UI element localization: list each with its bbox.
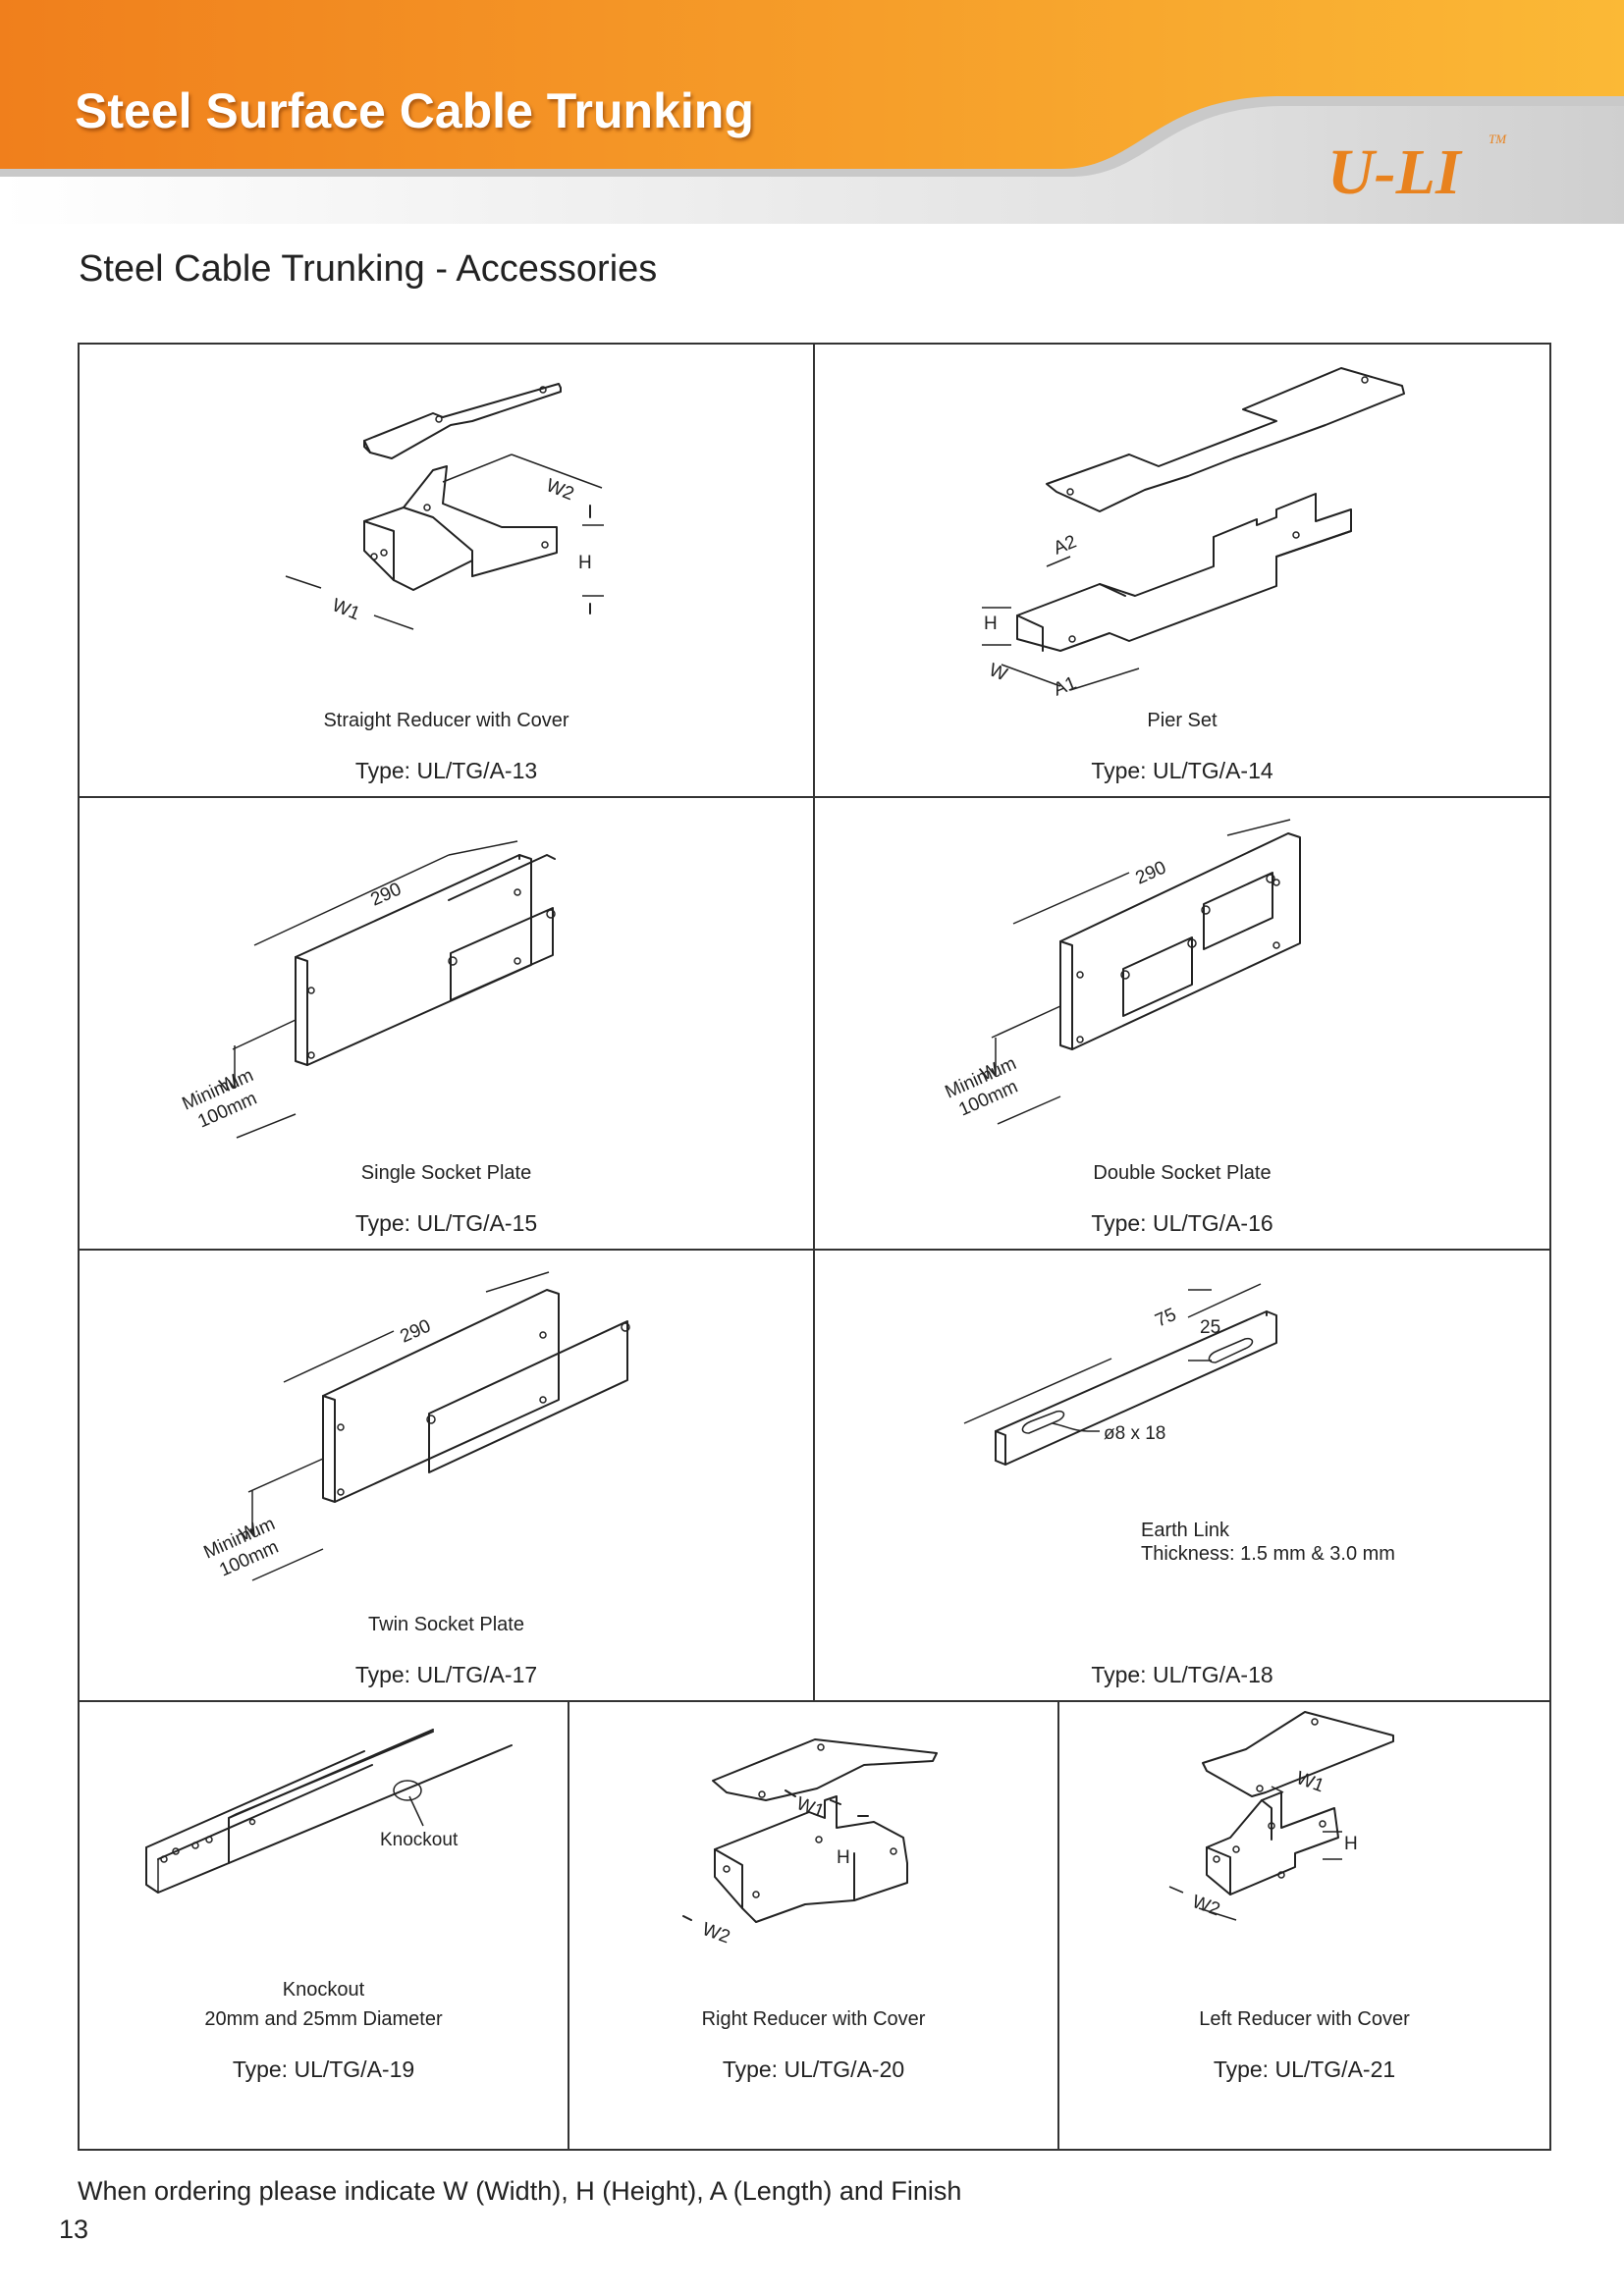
item-twin-socket-plate: 290 W Minimum 100mm Twin Socket Plate Ty… <box>80 1251 813 1700</box>
column-divider <box>1057 1700 1059 2149</box>
item-type: Type: UL/TG/A-20 <box>722 2056 905 2082</box>
dim-w: W <box>986 660 1010 685</box>
dim-length: 290 <box>367 879 405 910</box>
dim-h: H <box>578 553 592 573</box>
item-type: Type: UL/TG/A-14 <box>1091 758 1273 783</box>
dim-w2: W2 <box>1189 1892 1222 1920</box>
knockout-drawing: Knockout <box>145 1729 513 1894</box>
twin-socket-drawing: 290 W Minimum 100mm <box>200 1271 630 1581</box>
row-divider <box>80 1249 1549 1251</box>
page-number: 13 <box>59 2215 89 2244</box>
dim-length: 290 <box>1132 857 1169 888</box>
single-socket-drawing: 290 W Minimum 100mm <box>179 840 556 1139</box>
dim-a2: A2 <box>1051 531 1079 559</box>
dim-w1: W1 <box>793 1793 827 1822</box>
item-type: Type: UL/TG/A-13 <box>354 758 538 783</box>
item-right-reducer: W1 H W2 Right Reducer with Cover Type: U… <box>569 1702 1057 2149</box>
item-knockout: Knockout Knockout 20mm and 25mm Diameter… <box>80 1702 568 2149</box>
dim-hole: ø8 x 18 <box>1104 1423 1165 1444</box>
accessories-table: W2 H W1 Straight Reducer with Cover Type… <box>78 343 1551 2151</box>
item-type: Type: UL/TG/A-15 <box>354 1210 538 1236</box>
item-caption: Right Reducer with Cover <box>701 2008 926 2030</box>
column-divider <box>568 1700 569 2149</box>
row-divider <box>80 796 1549 798</box>
straight-reducer-drawing: W2 H W1 <box>285 383 604 630</box>
item-single-socket-plate: 290 W Minimum 100mm Single Socket Plate … <box>80 798 813 1249</box>
item-caption: Knockout <box>282 1979 365 2001</box>
item-straight-reducer: W2 H W1 Straight Reducer with Cover Type… <box>80 345 813 796</box>
double-socket-drawing: 290 W Minimum 100mm <box>942 819 1301 1125</box>
dim-w1: W1 <box>329 595 362 624</box>
dim-length: 290 <box>397 1315 434 1347</box>
item-earth-link: 75 25 ø8 x 18 Earth Link Thickness: 1.5 … <box>815 1251 1549 1700</box>
earth-link-drawing: 75 25 ø8 x 18 <box>963 1283 1277 1466</box>
item-caption: Single Socket Plate <box>360 1162 532 1184</box>
dim-width: 25 <box>1200 1317 1220 1338</box>
item-caption: Left Reducer with Cover <box>1199 2008 1410 2030</box>
item-type: Type: UL/TG/A-18 <box>1091 1662 1273 1687</box>
dim-length: 75 <box>1152 1305 1179 1332</box>
dim-w2: W2 <box>699 1919 732 1948</box>
dim-h: H <box>984 614 998 634</box>
dim-h: H <box>1344 1834 1358 1854</box>
item-caption: Pier Set <box>1147 710 1218 731</box>
dim-w1: W1 <box>1293 1768 1326 1796</box>
pier-set-drawing: A2 H W A1 <box>982 367 1405 701</box>
item-double-socket-plate: 290 W Minimum 100mm Double Socket Plate … <box>815 798 1549 1249</box>
item-type: Type: UL/TG/A-16 <box>1091 1210 1273 1236</box>
item-caption: Earth Link <box>1141 1520 1230 1541</box>
item-caption: Double Socket Plate <box>1093 1162 1272 1184</box>
dim-h: H <box>837 1847 850 1868</box>
row-divider <box>80 1700 1549 1702</box>
trademark-symbol: TM <box>1489 132 1507 146</box>
left-reducer-drawing: W1 H W2 <box>1168 1711 1394 1921</box>
item-caption: Straight Reducer with Cover <box>323 710 569 731</box>
right-reducer-drawing: W1 H W2 <box>682 1738 938 1948</box>
page-heading: Steel Cable Trunking - Accessories <box>79 248 658 290</box>
column-divider <box>813 345 815 1700</box>
item-caption-secondary: 20mm and 25mm Diameter <box>204 2008 443 2030</box>
header-banner <box>0 0 1624 236</box>
item-left-reducer: W1 H W2 Left Reducer with Cover Type: UL… <box>1059 1702 1549 2149</box>
item-type: Type: UL/TG/A-19 <box>232 2056 415 2082</box>
dim-w2: W2 <box>543 475 576 505</box>
ordering-note: When ordering please indicate W (Width),… <box>78 2176 962 2206</box>
brand-logo: U-LI <box>1327 136 1461 208</box>
item-caption-secondary: Thickness: 1.5 mm & 3.0 mm <box>1141 1543 1395 1565</box>
dim-a1: A1 <box>1051 672 1079 700</box>
knockout-label: Knockout <box>380 1830 459 1850</box>
document-title: Steel Surface Cable Trunking <box>75 83 754 138</box>
item-caption: Twin Socket Plate <box>368 1614 524 1635</box>
item-type: Type: UL/TG/A-21 <box>1213 2056 1396 2082</box>
item-pier-set: A2 H W A1 Pier Set Type: UL/TG/A-14 <box>815 345 1549 796</box>
item-type: Type: UL/TG/A-17 <box>354 1662 538 1687</box>
